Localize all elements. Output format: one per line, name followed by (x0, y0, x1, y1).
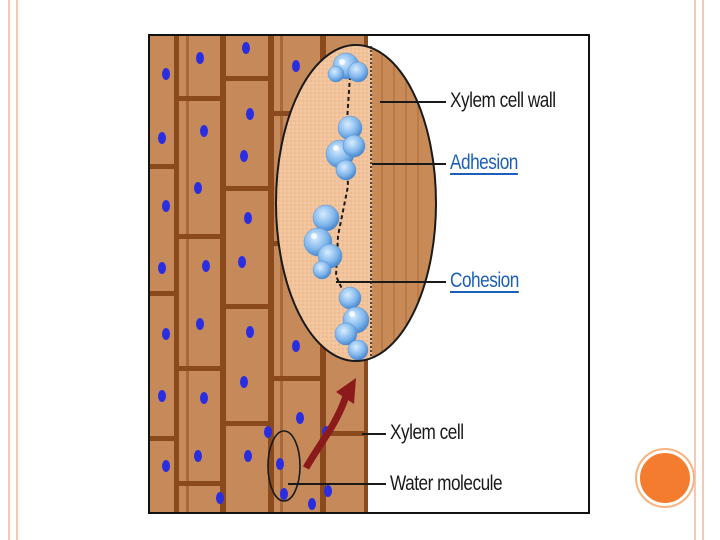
slide-border-right-inner (694, 0, 696, 540)
slide-border-left-outer (8, 0, 10, 540)
slide-border-left-inner (16, 0, 18, 540)
label-xylem-cell-wall: Xylem cell wall (450, 90, 556, 111)
slide-border-right-outer (702, 0, 704, 540)
label-xylem-cell: Xylem cell (390, 422, 464, 443)
label-cohesion: Cohesion (450, 270, 519, 291)
label-water-molecule: Water molecule (390, 473, 502, 494)
label-adhesion: Adhesion (450, 152, 518, 173)
xylem-diagram: Xylem cell wall Adhesion Cohesion Xylem … (148, 34, 590, 514)
slide-accent-circle (637, 450, 693, 506)
